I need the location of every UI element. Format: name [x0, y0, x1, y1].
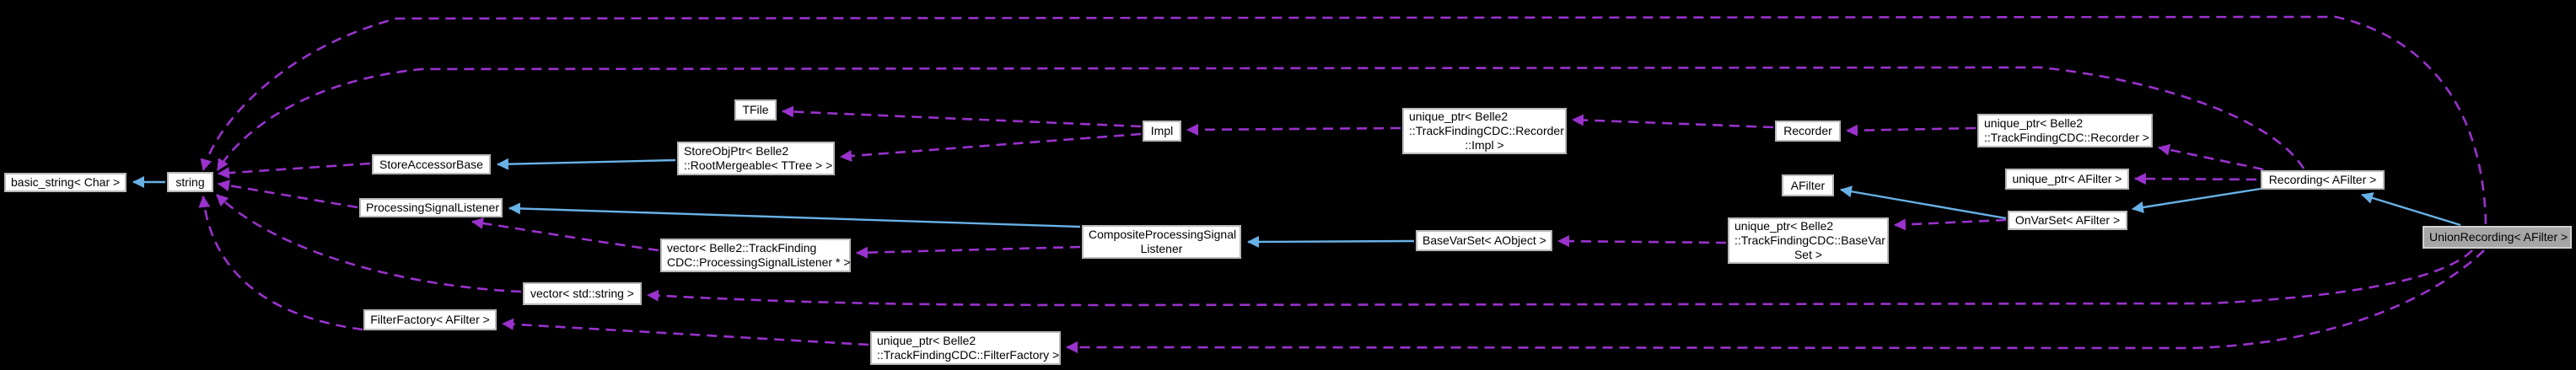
node-label: UnionRecording< AFilter > — [2429, 230, 2568, 244]
edge-store-obj-ptr-to-store-accessor-base — [497, 158, 676, 170]
node-store-accessor-base[interactable]: StoreAccessorBase — [372, 154, 491, 174]
node-label: ::RootMergeable< TTree > > — [684, 158, 833, 172]
edge-recording-to-unique-ptr-afilter — [2134, 173, 2257, 185]
node-basic-string[interactable]: basic_string< Char > — [4, 173, 126, 192]
edge-on-var-set-to-afilter — [1840, 185, 2007, 220]
edge-on-var-set-to-unique-ptr-base-var-set — [1894, 218, 2007, 231]
node-label: vector< std::string > — [530, 287, 634, 300]
edge-recording-to-on-var-set — [2132, 187, 2261, 213]
node-label: OnVarSet< AFilter > — [2014, 213, 2121, 227]
node-filter-factory[interactable]: FilterFactory< AFilter > — [363, 309, 497, 330]
node-label: ::TrackFindingCDC::Recorder > — [1984, 131, 2149, 144]
node-label: Set > — [1794, 248, 1823, 261]
edge-unique-ptr-recorder-to-recorder — [1846, 124, 1976, 137]
node-label: StoreObjPtr< Belle2 — [684, 144, 789, 158]
node-impl[interactable]: Impl — [1143, 121, 1181, 142]
node-label: unique_ptr< Belle2 — [1984, 116, 2084, 130]
edge-impl-to-tfile — [782, 105, 1142, 128]
node-label: AFilter — [1790, 178, 1826, 192]
edge-union-recording-to-unique-ptr-filter-factory — [1066, 249, 2485, 354]
edge-unique-ptr-recorder-impl-to-impl — [1186, 123, 1401, 136]
node-label: unique_ptr< Belle2 — [877, 334, 976, 347]
edge-vector-string-to-string — [216, 194, 522, 293]
node-label: Impl — [1150, 124, 1174, 137]
edge-filter-factory-to-string — [198, 196, 363, 331]
node-base-var-set[interactable]: BaseVarSet< AObject > — [1416, 230, 1552, 251]
node-recording[interactable]: Recording< AFilter > — [2261, 170, 2385, 190]
edge-vector-psl-to-processing-signal-listener — [471, 217, 659, 252]
node-label: unique_ptr< AFilter > — [2012, 172, 2122, 185]
node-label: string — [175, 174, 205, 189]
edge-composite-psl-to-vector-psl — [856, 245, 1081, 259]
node-label: unique_ptr< Belle2 — [1409, 110, 1508, 123]
node-label: basic_string< Char > — [11, 175, 121, 189]
edge-unique-ptr-filter-factory-to-filter-factory — [502, 318, 869, 346]
edge-union-recording-to-vector-string — [647, 249, 2473, 307]
node-label: ::TrackFindingCDC::BaseVar — [1734, 233, 1885, 247]
edge-union-recording-to-string — [200, 15, 2487, 225]
node-label: BaseVarSet< AObject > — [1422, 233, 1546, 247]
node-unique-ptr-base-var-set[interactable]: unique_ptr< Belle2::TrackFindingCDC::Bas… — [1728, 217, 1889, 264]
node-on-var-set[interactable]: OnVarSet< AFilter > — [2008, 211, 2127, 230]
node-unique-ptr-filter-factory[interactable]: unique_ptr< Belle2::TrackFindingCDC::Fil… — [870, 331, 1061, 365]
node-unique-ptr-afilter[interactable]: unique_ptr< AFilter > — [2005, 169, 2129, 190]
node-processing-signal-listener[interactable]: ProcessingSignalListener — [359, 198, 503, 217]
edge-processing-signal-listener-to-string — [218, 180, 358, 209]
node-label: ::TrackFindingCDC::Recorder — [1409, 124, 1564, 137]
node-label: TFile — [742, 103, 769, 116]
node-recorder[interactable]: Recorder — [1775, 121, 1841, 142]
node-label: unique_ptr< Belle2 — [1734, 219, 1834, 233]
node-store-obj-ptr[interactable]: StoreObjPtr< Belle2::RootMergeable< TTre… — [677, 142, 835, 175]
edge-recording-to-unique-ptr-recorder — [2158, 143, 2264, 171]
edge-composite-psl-to-processing-signal-listener — [508, 202, 1081, 228]
edge-store-accessor-base-to-string — [218, 162, 371, 180]
node-label: StoreAccessorBase — [379, 157, 483, 171]
node-label: CompositeProcessingSignal — [1089, 228, 1237, 241]
node-label: CDC::ProcessingSignalListener * > — [667, 255, 851, 269]
edge-base-var-set-to-composite-psl — [1247, 235, 1415, 248]
node-label: vector< Belle2::TrackFinding — [667, 241, 817, 255]
node-label: FilterFactory< AFilter > — [370, 313, 490, 326]
edge-unique-ptr-base-var-set-to-base-var-set — [1557, 235, 1727, 248]
node-tfile[interactable]: TFile — [734, 99, 777, 121]
node-union-recording[interactable]: UnionRecording< AFilter > — [2423, 226, 2572, 249]
node-string[interactable]: string — [167, 172, 213, 192]
node-unique-ptr-recorder-impl[interactable]: unique_ptr< Belle2::TrackFindingCDC::Rec… — [1402, 108, 1567, 154]
node-label: ::TrackFindingCDC::FilterFactory > — [877, 348, 1060, 362]
edge-recorder-to-unique-ptr-recorder-impl — [1572, 114, 1774, 129]
node-vector-string[interactable]: vector< std::string > — [523, 282, 642, 305]
node-afilter[interactable]: AFilter — [1782, 174, 1834, 196]
edge-recording-to-string — [216, 66, 2305, 171]
edge-impl-to-store-obj-ptr — [840, 132, 1142, 162]
node-label: Recording< AFilter > — [2268, 173, 2377, 186]
node-label: Recorder — [1783, 124, 1832, 137]
node-unique-ptr-recorder[interactable]: unique_ptr< Belle2::TrackFindingCDC::Rec… — [1977, 114, 2153, 147]
edge-union-recording-to-recording — [2361, 192, 2461, 227]
node-label: ProcessingSignalListener — [366, 201, 499, 214]
node-label: ::Impl > — [1465, 138, 1504, 152]
node-label: Listener — [1140, 242, 1183, 255]
